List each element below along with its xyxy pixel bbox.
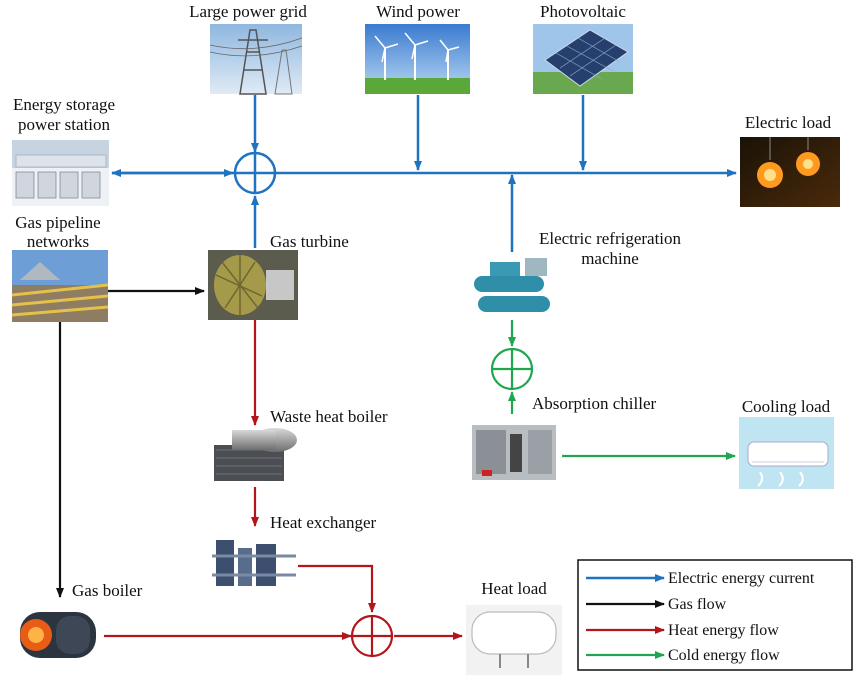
gas-boiler-icon — [8, 600, 104, 672]
power-transmission-tower-icon — [209, 24, 303, 95]
cold-flows — [490, 320, 736, 460]
gas-boiler-label: Gas boiler — [72, 581, 143, 600]
absorption-chiller-icon — [466, 418, 562, 490]
photovoltaic-label: Photovoltaic — [540, 2, 626, 21]
gas-pipeline-label-line1: Gas pipeline — [15, 213, 100, 232]
wind-turbine-icon — [365, 24, 470, 94]
absorption-chiller-label: Absorption chiller — [532, 394, 657, 413]
electric-flows — [111, 95, 737, 252]
legend-item-heat: Heat energy flow — [586, 622, 779, 639]
legend-box — [577, 559, 853, 671]
legend-item-electric: Electric energy current — [586, 570, 815, 587]
pipeline-icon — [11, 250, 109, 322]
legend-item-cold: Cold energy flow — [586, 647, 780, 664]
electric-refrigeration-label-line2: machine — [581, 249, 639, 268]
heat-exchanger-icon — [208, 530, 298, 596]
solar-panel-icon — [533, 24, 633, 94]
legend-label-cold: Cold energy flow — [668, 647, 780, 664]
legend-label-gas: Gas flow — [668, 596, 727, 613]
heat-load-label: Heat load — [481, 579, 547, 598]
heat-flows — [104, 320, 463, 658]
cooling-load-label: Cooling load — [742, 397, 831, 416]
wind-power-label: Wind power — [376, 2, 460, 21]
electric-load-label: Electric load — [745, 113, 832, 132]
refrigeration-machine-icon — [470, 254, 560, 320]
legend-label-heat: Heat energy flow — [668, 622, 779, 639]
turbine-icon — [208, 250, 298, 320]
legend-item-gas: Gas flow — [586, 596, 727, 613]
gas-flows — [56, 287, 205, 598]
gas-pipeline-label-line2: networks — [27, 232, 89, 251]
energy-storage-label-line2: power station — [18, 115, 111, 134]
light-bulb-icon — [740, 137, 840, 207]
water-heater-icon — [466, 605, 562, 675]
electric-refrigeration-label-line1: Electric refrigeration — [539, 229, 682, 248]
waste-heat-boiler-label: Waste heat boiler — [270, 407, 388, 426]
heat-exchanger-label: Heat exchanger — [270, 513, 377, 532]
legend-label-electric: Electric energy current — [668, 570, 815, 587]
waste-heat-boiler-icon — [210, 428, 300, 486]
battery-storage-icon — [12, 140, 109, 206]
legend: Electric energy current Gas flow Heat en… — [577, 559, 853, 671]
energy-storage-label-line1: Energy storage — [13, 95, 115, 114]
large-power-grid-label: Large power grid — [189, 2, 307, 21]
air-conditioner-icon — [739, 417, 834, 489]
gas-turbine-label: Gas turbine — [270, 232, 349, 251]
